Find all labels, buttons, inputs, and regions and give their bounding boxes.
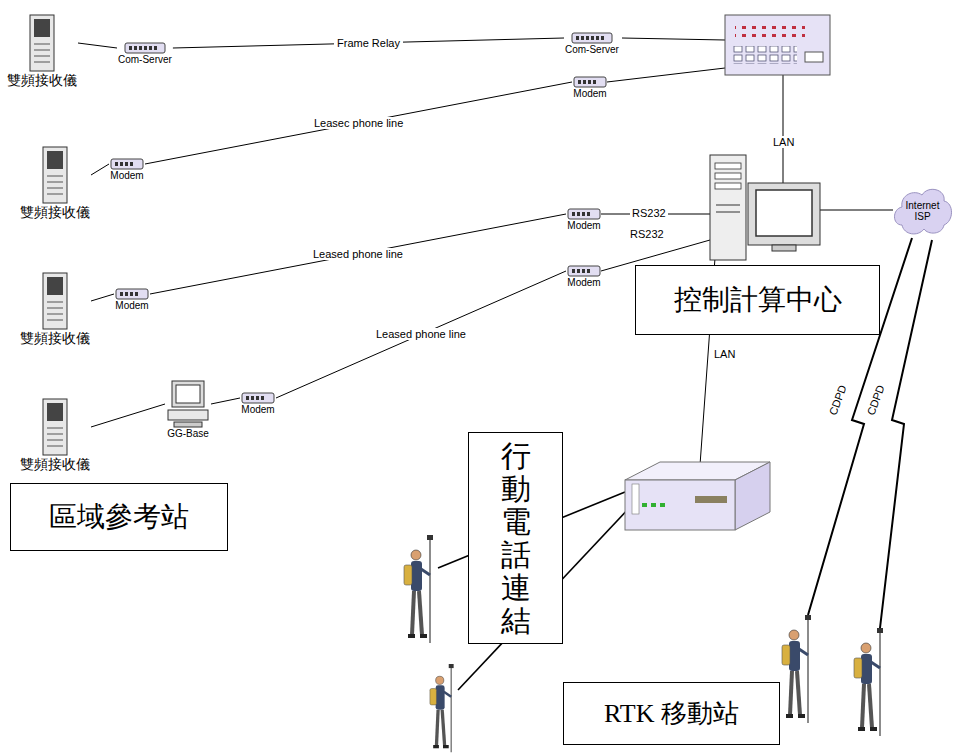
line-label: Frame Relay xyxy=(334,37,403,49)
wires xyxy=(438,38,932,690)
device-label: Modem xyxy=(115,300,148,312)
modem: Modem xyxy=(567,208,601,232)
line-label: Leasec phone line xyxy=(311,117,406,129)
modem-icon xyxy=(567,208,601,220)
tower-icon xyxy=(42,398,68,456)
surveyor-figure xyxy=(404,535,433,643)
receiver: 雙頻接收儀 xyxy=(20,398,90,472)
title-text: 行動電話連結 xyxy=(501,439,531,637)
surveyor-figure xyxy=(782,615,811,723)
title-box: RTK 移動站 xyxy=(563,682,780,745)
tower-icon xyxy=(29,14,55,72)
com-server: Com-Server xyxy=(565,32,619,56)
device-label: 雙頻接收儀 xyxy=(20,330,90,346)
line-label: Leased phone line xyxy=(310,248,406,260)
device-label: 雙頻接收儀 xyxy=(7,72,77,88)
link-line xyxy=(276,271,566,398)
link-line xyxy=(211,398,240,404)
link-line xyxy=(91,294,114,301)
device-label: Internet ISP xyxy=(902,200,944,222)
device-label: Modem xyxy=(567,277,600,289)
lan-label: LAN xyxy=(712,348,737,360)
modem: Modem xyxy=(115,288,149,312)
device-label: Com-Server xyxy=(118,54,172,66)
device-label: Modem xyxy=(110,170,143,182)
device-label: Com-Server xyxy=(565,44,619,56)
modem-icon xyxy=(110,158,144,170)
modem-icon xyxy=(115,288,149,300)
modem: Modem xyxy=(110,158,144,182)
link-line xyxy=(91,404,165,427)
modem: Modem xyxy=(573,76,607,100)
receiver: 雙頻接收儀 xyxy=(20,272,90,346)
com-icon xyxy=(124,42,166,54)
title-text: RTK 移動站 xyxy=(604,699,739,729)
surveyor-figure xyxy=(854,628,883,736)
pc-icon xyxy=(166,380,210,428)
control-computer xyxy=(710,155,820,260)
device-label: GG-Base xyxy=(167,428,209,440)
device-label: Modem xyxy=(567,220,600,232)
link-line xyxy=(78,43,117,48)
router-device xyxy=(625,462,770,530)
com-server: Com-Server xyxy=(118,42,172,66)
line-label: Leased phone line xyxy=(373,328,469,340)
modem: Modem xyxy=(241,392,275,416)
title-box: 區域參考站 xyxy=(10,483,228,551)
port-label: RS232 xyxy=(630,207,668,219)
device-label: 雙頻接收儀 xyxy=(20,456,90,472)
tower-icon xyxy=(42,272,68,330)
port-label: RS232 xyxy=(628,228,666,240)
gg-base-computer: GG-Base xyxy=(166,380,210,440)
device-label: Modem xyxy=(573,88,606,100)
tower-icon xyxy=(42,146,68,204)
link-line xyxy=(150,214,566,294)
modem-icon xyxy=(241,392,275,404)
title-text: 區域參考站 xyxy=(49,501,189,533)
link-line xyxy=(145,82,572,164)
internet-cloud: Internet ISP xyxy=(892,185,953,237)
link-label: CDPD xyxy=(826,381,849,418)
modem-icon xyxy=(567,265,601,277)
lan-label: LAN xyxy=(771,136,796,148)
modem: Modem xyxy=(567,265,601,289)
title-box: 行動電話連結 xyxy=(468,432,563,644)
surveyor-figure xyxy=(430,664,454,752)
receiver: 雙頻接收儀 xyxy=(7,14,77,88)
link-line xyxy=(91,164,109,175)
modem-icon xyxy=(573,76,607,88)
com-icon xyxy=(571,32,613,44)
switch-device xyxy=(725,15,830,75)
device-label: 雙頻接收儀 xyxy=(20,204,90,220)
device-label: Modem xyxy=(241,404,274,416)
title-text: 控制計算中心 xyxy=(674,284,842,316)
link-label: CDPD xyxy=(864,381,887,418)
title-box: 控制計算中心 xyxy=(635,265,880,335)
receiver: 雙頻接收儀 xyxy=(20,146,90,220)
